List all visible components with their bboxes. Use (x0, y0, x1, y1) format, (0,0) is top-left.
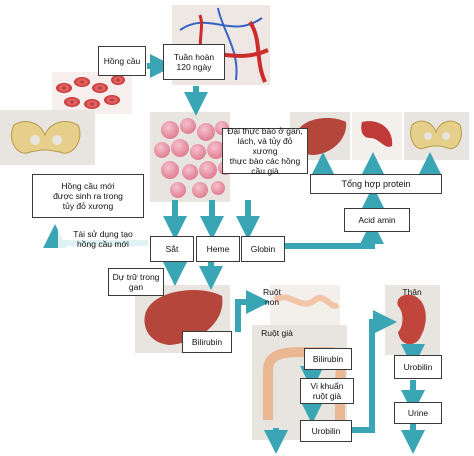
flow-arrows (43, 54, 442, 454)
ruot-non-label: Ruột non (263, 287, 281, 307)
dai-thuc-bao-label: Đại thực bào ở gan, lách, và tủy đỏ xươn… (222, 126, 308, 176)
urobilin-than-label: Urobilin (394, 355, 442, 379)
du-tru-label: Dự trữ trong gan (108, 268, 164, 296)
pelvis-bone-icon (0, 110, 95, 165)
than-label: Thận (402, 287, 422, 297)
vi-khuan-label: Vi khuẩn ruột già (300, 378, 354, 404)
hong-cau-label: Hồng cầu (98, 46, 146, 76)
spleen-icon (352, 112, 402, 160)
pelvis-bone-icon (404, 112, 469, 160)
bilirubin-ruot-label: Bilirubin (304, 348, 352, 370)
intestine-icon (270, 285, 340, 325)
tong-hop-protein-label: Tổng hợp protein (310, 174, 442, 194)
ruot-gia-label: Ruột già (261, 328, 293, 338)
kidney-icon (385, 285, 440, 355)
heme-label: Heme (196, 236, 240, 262)
bilirubin-gan-label: Bilirubin (182, 331, 232, 353)
urobilin-ruot-label: Urobilin (300, 420, 352, 442)
globin-label: Globin (241, 236, 285, 262)
red-blood-cells-icon (52, 72, 132, 114)
tai-su-dung-label: Tái sử dụng tạo hồng cầu mới (58, 229, 148, 249)
urine-label: Urine (394, 402, 442, 424)
tuan-hoan-label: Tuần hoàn 120 ngày (163, 44, 225, 80)
sat-label: Sắt (150, 236, 194, 262)
hong-cau-moi-label: Hồng cầu mới được sinh ra trong tủy đỏ x… (32, 174, 144, 218)
acid-amin-label: Acid amin (344, 208, 410, 232)
